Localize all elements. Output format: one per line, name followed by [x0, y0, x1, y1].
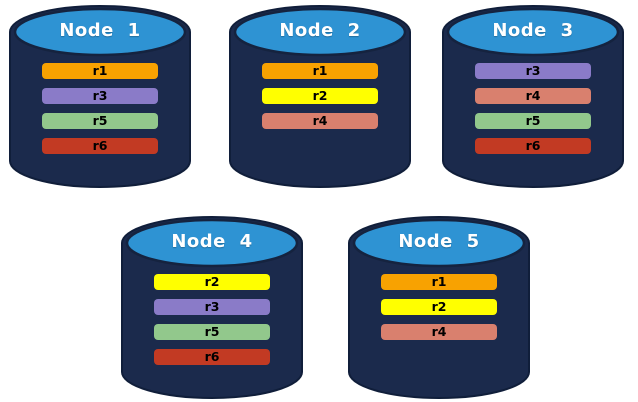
node-title: Node 3 [492, 20, 574, 41]
replica-label: r4 [312, 112, 328, 128]
replica-label: r2 [312, 87, 328, 103]
replica-bar-r1: r1 [42, 63, 158, 79]
replica-label: r5 [92, 112, 108, 128]
replica-bar-r4: r4 [475, 88, 591, 104]
node-title: Node 1 [59, 20, 141, 41]
replica-label: r4 [525, 87, 541, 103]
replica-list: r3 r4 r5 r6 [442, 63, 624, 154]
replica-label: r1 [312, 62, 328, 78]
replica-bar-r5: r5 [475, 113, 591, 129]
replica-label: r3 [204, 298, 220, 314]
node-title: Node 2 [279, 20, 361, 41]
node-cylinder-5: Node 5 r1 r2 r4 [348, 216, 530, 400]
replica-bar-r3: r3 [154, 299, 270, 315]
node-cylinder-2: Node 2 r1 r2 r4 [229, 5, 411, 189]
replica-label: r6 [525, 137, 541, 153]
replica-label: r6 [92, 137, 108, 153]
cylinder-top [13, 7, 187, 57]
replica-bar-r6: r6 [42, 138, 158, 154]
replica-bar-r4: r4 [381, 324, 497, 340]
replica-label: r2 [204, 273, 220, 289]
cylinder-top [352, 218, 526, 268]
replica-bar-r6: r6 [475, 138, 591, 154]
cylinder-top [125, 218, 299, 268]
replica-bar-r5: r5 [154, 324, 270, 340]
node-cylinder-3: Node 3 r3 r4 r5 r6 [442, 5, 624, 189]
replica-label: r6 [204, 348, 220, 364]
replica-label: r5 [204, 323, 220, 339]
replica-bar-r2: r2 [154, 274, 270, 290]
replica-label: r5 [525, 112, 541, 128]
replica-bar-r4: r4 [262, 113, 378, 129]
node-cylinder-1: Node 1 r1 r3 r5 r6 [9, 5, 191, 189]
replica-label: r1 [431, 273, 447, 289]
replica-label: r2 [431, 298, 447, 314]
replica-label: r3 [92, 87, 108, 103]
node-title: Node 4 [171, 231, 253, 252]
replica-bar-r6: r6 [154, 349, 270, 365]
replica-bar-r2: r2 [262, 88, 378, 104]
replica-label: r3 [525, 62, 541, 78]
replica-list: r1 r3 r5 r6 [9, 63, 191, 154]
replica-list: r1 r2 r4 [348, 274, 530, 340]
replica-bar-r3: r3 [42, 88, 158, 104]
replica-bar-r2: r2 [381, 299, 497, 315]
node-cylinder-4: Node 4 r2 r3 r5 r6 [121, 216, 303, 400]
cylinder-top [446, 7, 620, 57]
replica-bar-r1: r1 [381, 274, 497, 290]
cylinder-top [233, 7, 407, 57]
node-title: Node 5 [398, 231, 480, 252]
replica-label: r1 [92, 62, 108, 78]
replica-list: r1 r2 r4 [229, 63, 411, 129]
replica-label: r4 [431, 323, 447, 339]
replica-list: r2 r3 r5 r6 [121, 274, 303, 365]
replica-bar-r1: r1 [262, 63, 378, 79]
replica-bar-r3: r3 [475, 63, 591, 79]
replica-bar-r5: r5 [42, 113, 158, 129]
